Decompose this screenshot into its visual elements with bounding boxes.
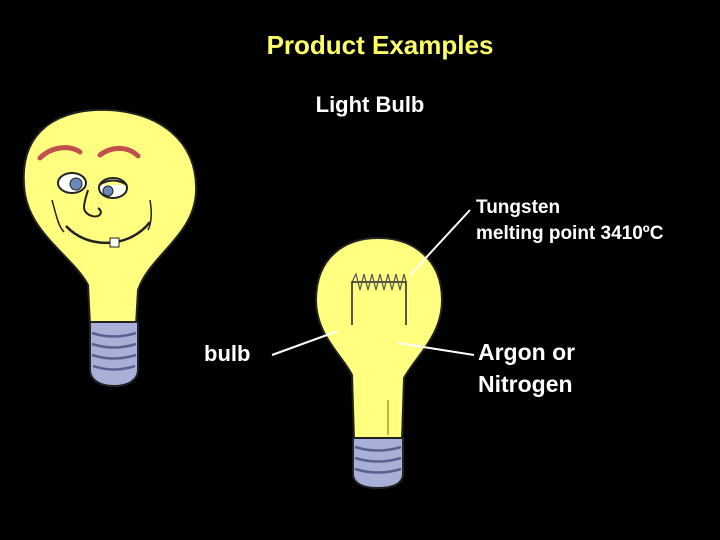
gas-pointer-line xyxy=(397,342,475,356)
tungsten-label-line2: melting point 3410ºC xyxy=(476,223,664,244)
cartoon-light-bulb-icon xyxy=(22,108,198,388)
tungsten-label: Tungsten melting point 3410ºC xyxy=(476,195,663,247)
gas-label: Argon or Nitrogen xyxy=(478,336,575,400)
slide-subtitle: Light Bulb xyxy=(315,92,425,117)
tungsten-pointer-line xyxy=(409,209,471,276)
cartoon-bulb-base xyxy=(89,321,139,388)
tungsten-label-line1: Tungsten xyxy=(476,197,561,218)
bulb-label: bulb xyxy=(204,341,251,366)
slide-title: Product Examples xyxy=(266,30,494,60)
bulb-pointer-line xyxy=(271,330,339,356)
diagram-bulb-base xyxy=(352,437,404,490)
filament xyxy=(351,272,407,325)
gas-label-line1: Argon or xyxy=(478,339,576,365)
gas-label-line2: Nitrogen xyxy=(478,371,573,397)
light-bulb-diagram-icon xyxy=(314,236,444,490)
